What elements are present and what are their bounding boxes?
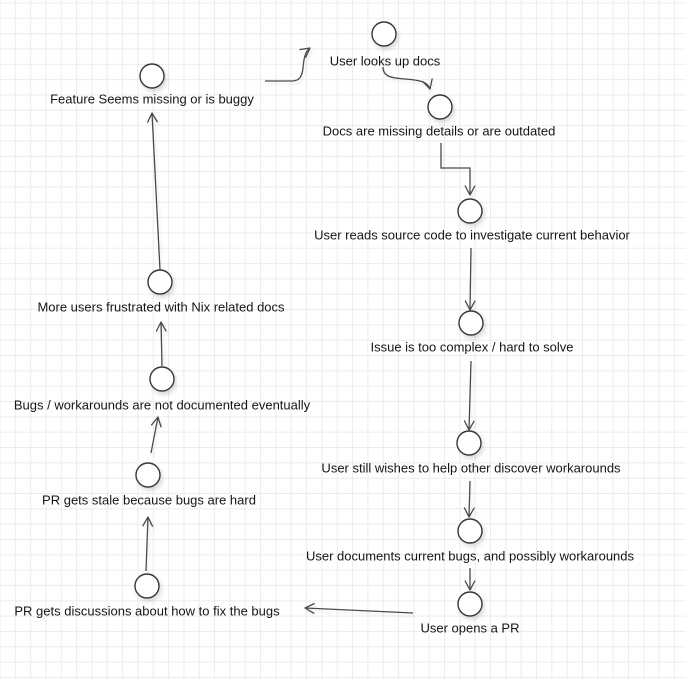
node-circle-feature-missing[interactable] bbox=[139, 63, 165, 89]
edge-arrow-opens-pr-to-discussions[interactable] bbox=[304, 602, 414, 614]
node-circle-pr-gets-stale[interactable] bbox=[135, 462, 161, 488]
node-circle-user-reads-source[interactable] bbox=[457, 198, 483, 224]
edge-arrow-stale-to-bugs[interactable] bbox=[150, 416, 162, 454]
node-label-pr-gets-discussions[interactable]: PR gets discussions about how to fix the… bbox=[14, 603, 280, 619]
node-label-bugs-not-documented[interactable]: Bugs / workarounds are not documented ev… bbox=[13, 397, 311, 413]
node-circle-user-still-wishes[interactable] bbox=[456, 430, 482, 456]
edge-arrow-wishes-to-documents[interactable] bbox=[463, 480, 475, 518]
node-circle-issue-too-complex[interactable] bbox=[458, 310, 484, 336]
edge-arrow-bugs-to-more-users[interactable] bbox=[155, 321, 167, 367]
nodes-group bbox=[134, 21, 484, 617]
node-label-issue-too-complex[interactable]: Issue is too complex / hard to solve bbox=[370, 339, 574, 355]
node-label-more-users-frustrated[interactable]: More users frustrated with Nix related d… bbox=[37, 299, 285, 315]
node-label-user-opens-pr[interactable]: User opens a PR bbox=[420, 620, 520, 636]
edge-arrow-docs-to-reads-elbow[interactable] bbox=[440, 143, 476, 196]
node-circle-bugs-not-documented[interactable] bbox=[149, 366, 175, 392]
node-circle-user-looks-up-docs[interactable] bbox=[371, 21, 397, 47]
node-circle-pr-gets-discussions[interactable] bbox=[134, 573, 160, 599]
node-label-pr-gets-stale[interactable]: PR gets stale because bugs are hard bbox=[42, 492, 256, 508]
edge-arrow-reads-to-complex[interactable] bbox=[464, 247, 476, 311]
node-label-feature-missing[interactable]: Feature Seems missing or is buggy bbox=[50, 91, 254, 107]
node-label-user-reads-source[interactable]: User reads source code to investigate cu… bbox=[314, 227, 630, 243]
node-circle-docs-missing[interactable] bbox=[427, 94, 453, 120]
node-circle-user-opens-pr[interactable] bbox=[457, 591, 483, 617]
node-label-user-looks-up-docs[interactable]: User looks up docs bbox=[329, 53, 441, 69]
node-label-user-documents[interactable]: User documents current bugs, and possibl… bbox=[305, 548, 635, 564]
edge-arrow-feature-to-looks-curve[interactable] bbox=[265, 47, 311, 82]
edge-arrow-looks-to-docs-curve[interactable] bbox=[382, 66, 433, 90]
edges-group bbox=[142, 47, 476, 614]
node-circle-more-users-frustrated[interactable] bbox=[147, 269, 173, 295]
node-circle-user-documents[interactable] bbox=[457, 518, 483, 544]
node-label-user-still-wishes[interactable]: User still wishes to help other discover… bbox=[321, 460, 621, 476]
edge-arrow-discussions-to-stale[interactable] bbox=[142, 516, 154, 572]
edge-arrow-more-users-to-feature[interactable] bbox=[147, 112, 161, 271]
node-label-docs-missing[interactable]: Docs are missing details or are outdated bbox=[322, 123, 556, 139]
edge-arrow-complex-to-wishes[interactable] bbox=[463, 360, 475, 431]
